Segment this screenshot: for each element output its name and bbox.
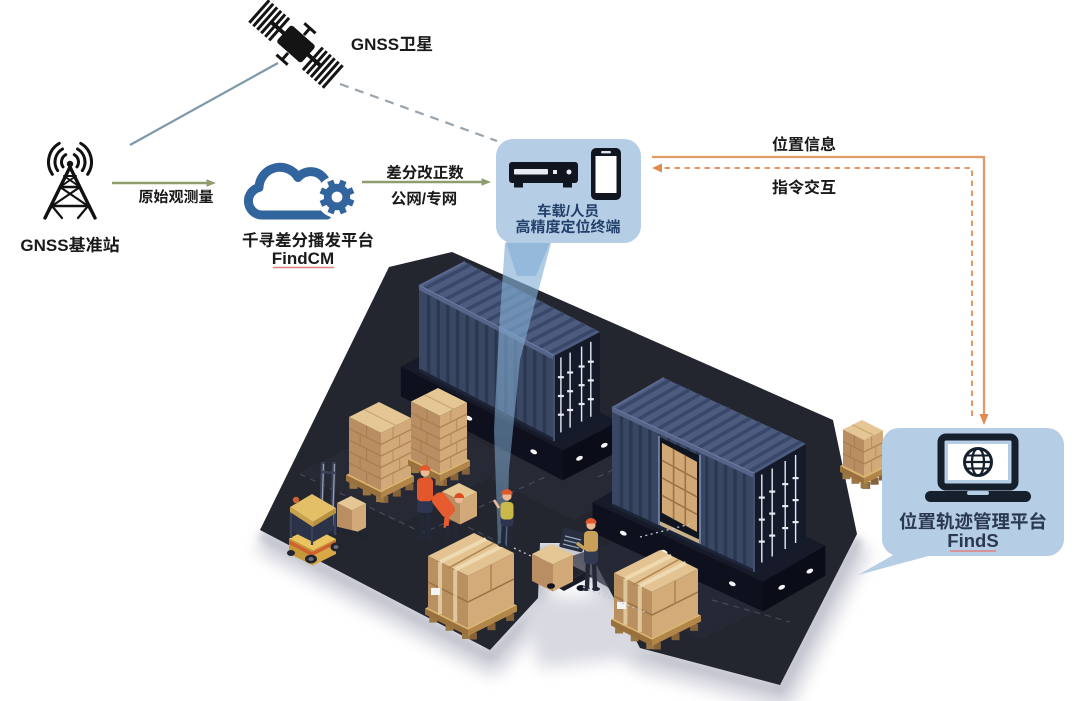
svg-text:GNSS: GNSS bbox=[20, 236, 68, 255]
svg-text:FindS: FindS bbox=[947, 530, 998, 551]
svg-text:/: / bbox=[566, 204, 570, 220]
svg-text:GNSS: GNSS bbox=[351, 35, 399, 54]
svg-text:FindCM: FindCM bbox=[272, 249, 334, 268]
svg-text:/: / bbox=[422, 191, 427, 208]
